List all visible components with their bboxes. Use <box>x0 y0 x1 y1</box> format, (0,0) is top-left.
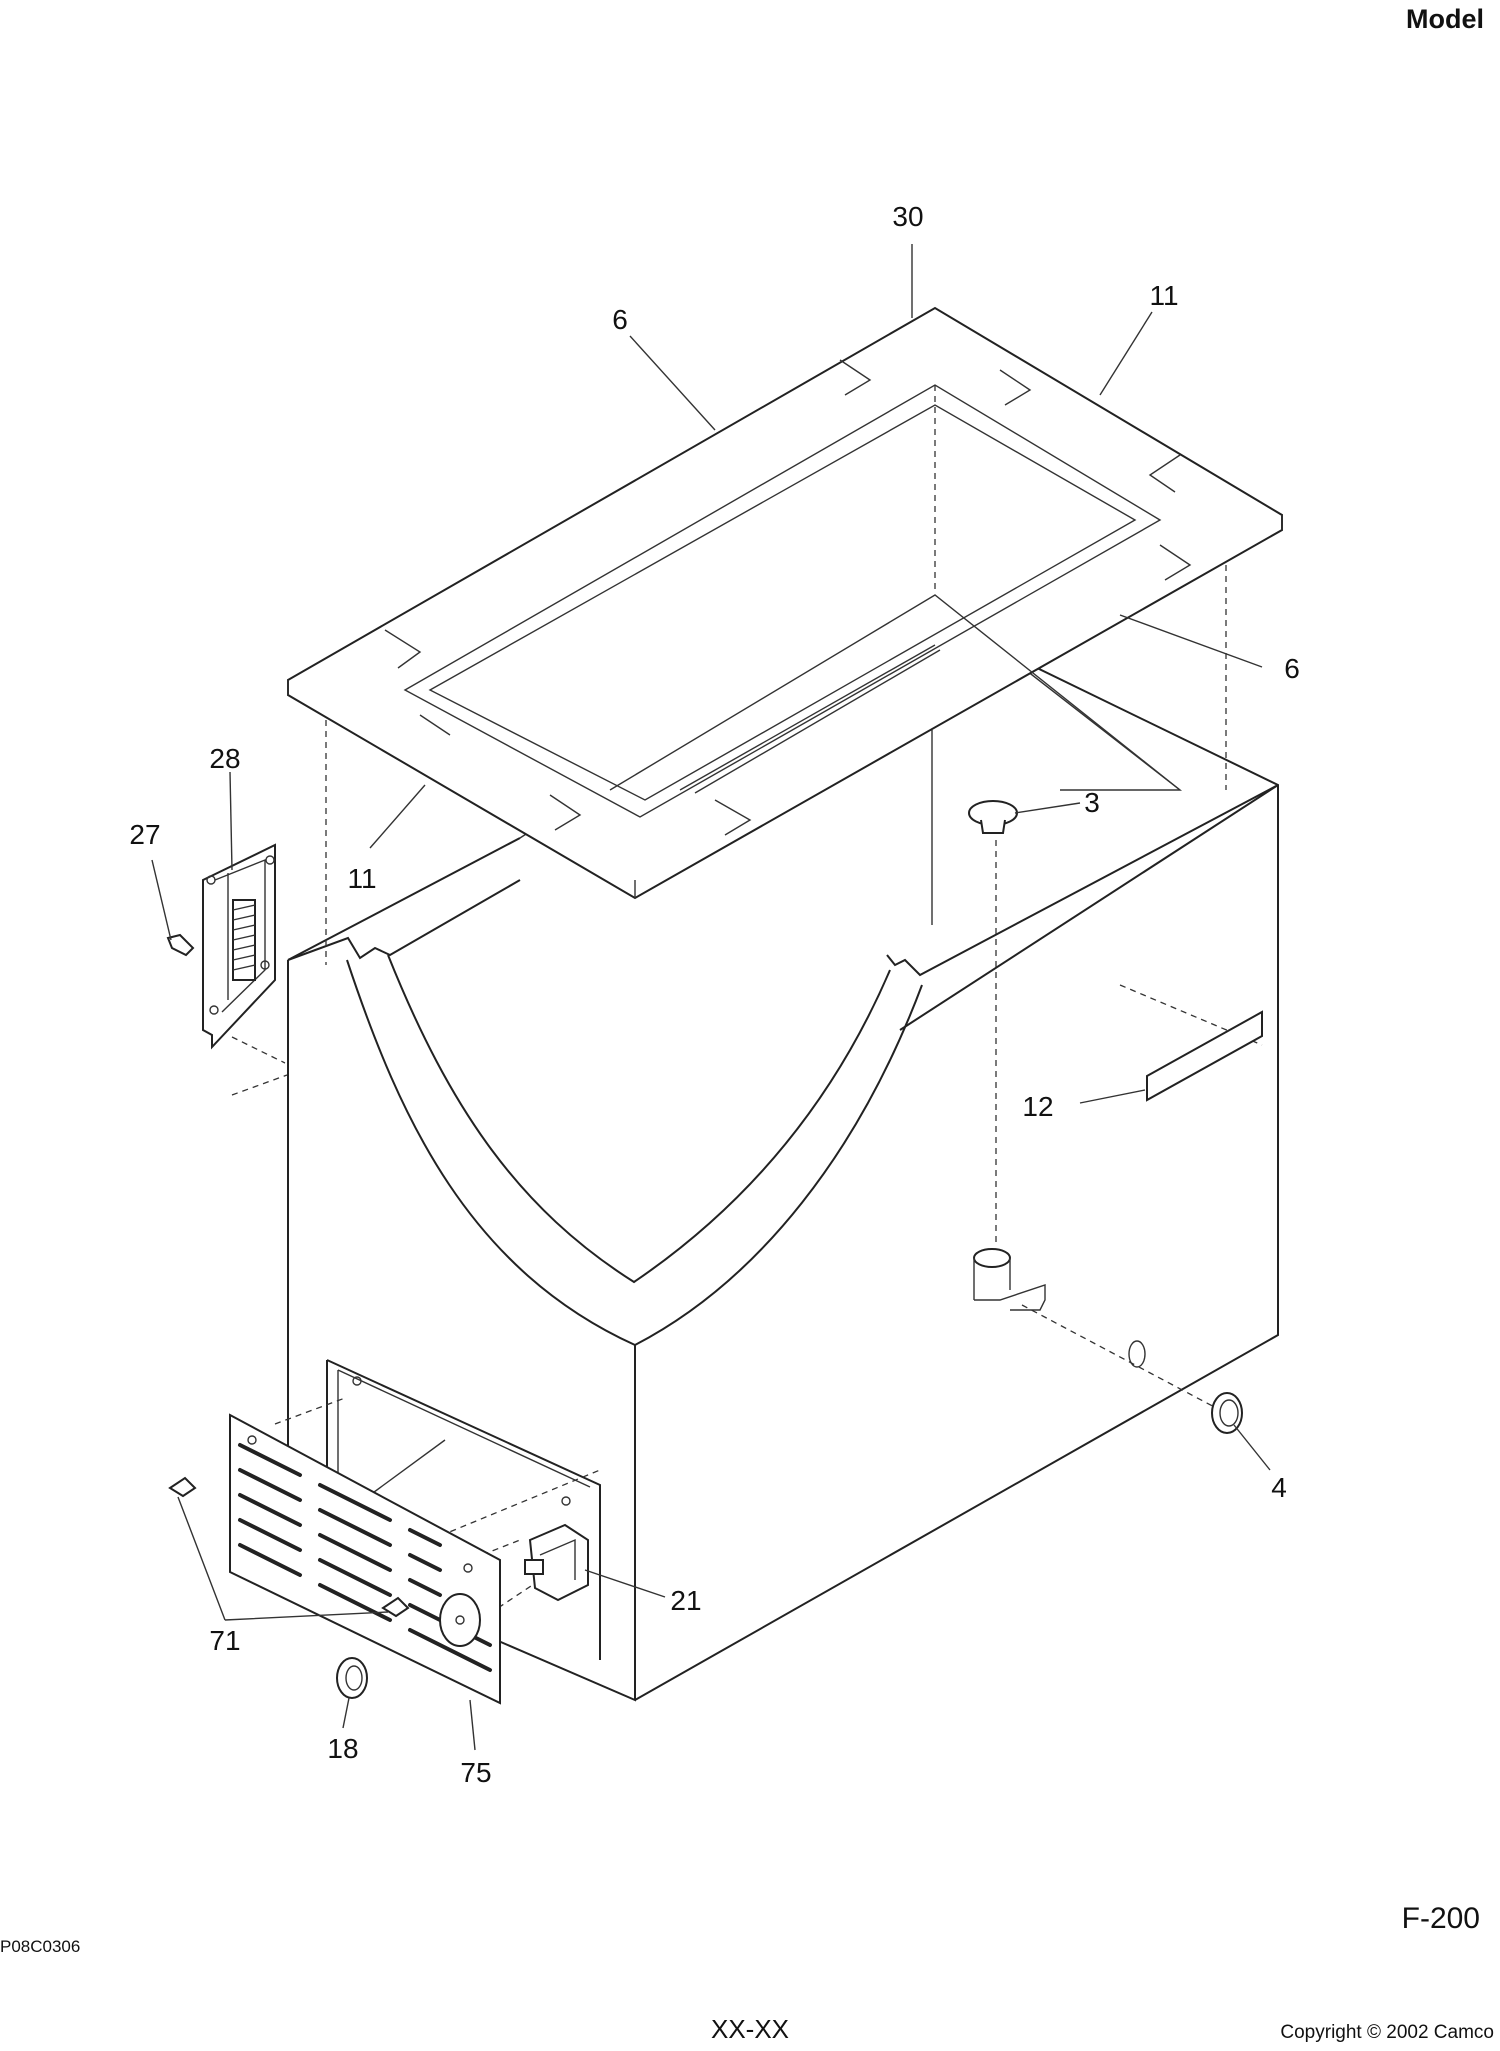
drain-cap-part <box>1211 1392 1243 1434</box>
front-grille-part <box>229 1413 501 1705</box>
drain-plug-part <box>968 800 1018 834</box>
callout-71: 71 <box>209 1625 240 1656</box>
drawing-id: P08C0306 <box>0 1937 81 1956</box>
callout-75: 75 <box>460 1757 491 1788</box>
callout-12: 12 <box>1022 1091 1053 1122</box>
drain-tube-part <box>973 1248 1146 1368</box>
callout-11-top: 11 <box>1149 280 1178 311</box>
lid-hinge-part <box>202 843 276 1050</box>
callout-6-right: 6 <box>1284 653 1300 684</box>
hinge-screw-part <box>166 933 195 957</box>
model-label: Model <box>1406 4 1484 34</box>
callout-3: 3 <box>1084 787 1100 818</box>
copyright-notice: Copyright © 2002 Camco <box>1280 2022 1494 2043</box>
callout-27: 27 <box>129 819 160 850</box>
callout-6-top: 6 <box>612 304 628 335</box>
callout-30: 30 <box>892 201 923 232</box>
center-code: XX-XX <box>710 2014 790 2044</box>
callout-18: 18 <box>327 1733 358 1764</box>
callout-21: 21 <box>670 1585 701 1616</box>
callout-labels: 30 6 11 6 28 27 11 3 12 4 21 71 18 75 <box>129 201 1299 1788</box>
thermostat-knob-part <box>336 1657 368 1699</box>
grille-screw-part <box>168 1476 410 1618</box>
callout-11-left: 11 <box>347 863 376 894</box>
thermostat-part <box>524 1523 589 1602</box>
callout-28: 28 <box>209 743 240 774</box>
leader-lines <box>151 244 1271 1751</box>
page-code: F-200 <box>1401 1902 1480 1935</box>
callout-4: 4 <box>1271 1472 1287 1503</box>
breaker-strip-frame <box>287 306 1283 900</box>
rating-label-plate <box>1146 1010 1263 1102</box>
